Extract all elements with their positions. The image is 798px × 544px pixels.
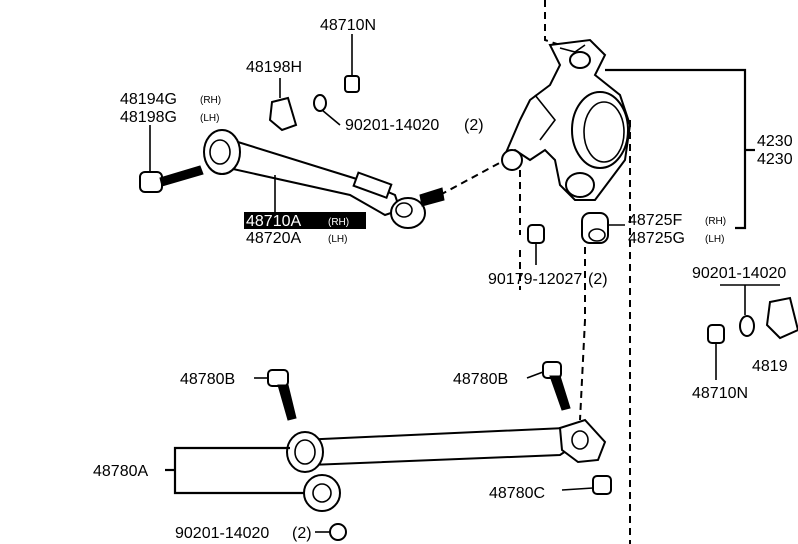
nut-48710n-right xyxy=(707,324,725,344)
arm-bolt xyxy=(139,165,204,193)
washer-90201-bottom-label: 90201-14020 xyxy=(175,525,269,542)
arm-48710a-label: 48710A xyxy=(246,213,301,230)
nut-48710n-right-label: 48710N xyxy=(692,385,748,402)
lower-arm-bushing xyxy=(303,474,341,512)
arm-48194g-rh: (RH) xyxy=(200,95,221,106)
knuckle-label-a: 4230 xyxy=(757,133,793,150)
bushing-48725g-lh: (LH) xyxy=(705,234,724,245)
bushing-48725f-rh: (RH) xyxy=(705,216,726,227)
knuckle-label-b: 4230 xyxy=(757,151,793,168)
bolt-48780b-right xyxy=(542,361,571,411)
nut-48710n-top-label: 48710N xyxy=(320,17,376,34)
part-4819-label: 4819 xyxy=(752,358,788,375)
arm-48720a-label: 48720A xyxy=(246,230,301,247)
bolt-90179 xyxy=(527,224,545,244)
upper-control-arm xyxy=(203,129,445,229)
nut-48710n-top xyxy=(344,75,360,93)
nut-48780c-label: 48780C xyxy=(489,485,545,502)
arm-48194g-label: 48194G xyxy=(120,91,177,108)
lower-arm-bushing-inner xyxy=(312,483,332,503)
bushing-48725f-label: 48725F xyxy=(628,212,682,229)
arm-48780a-label: 48780A xyxy=(93,463,148,480)
arm-48720a-lh: (LH) xyxy=(328,234,347,245)
washer-90201-right-label: 90201-14020 xyxy=(692,265,786,282)
arm-48198g-lh: (LH) xyxy=(200,113,219,124)
cushion-48198h-label: 48198H xyxy=(246,59,302,76)
part-4819-right xyxy=(765,296,798,340)
part-highlight-bar xyxy=(244,212,366,229)
arm-48198g-label: 48198G xyxy=(120,109,177,126)
bolt-48780b-left xyxy=(267,369,297,421)
washer-90201-top-label: 90201-14020 xyxy=(345,117,439,134)
cushion-48198h xyxy=(268,96,298,132)
bolt-90179-label: 90179-12027 xyxy=(488,271,582,288)
steering-knuckle xyxy=(501,38,632,201)
washer-90201-right xyxy=(739,315,755,337)
bolt-48780b-right-leader xyxy=(526,371,544,379)
bolt-48780b-left-label: 48780B xyxy=(180,371,235,388)
bushing-48725g-label: 48725G xyxy=(628,230,685,247)
washer-90201-bottom xyxy=(329,523,347,541)
lower-arm-bracket xyxy=(173,446,305,495)
lower-control-arm xyxy=(286,418,607,473)
nut-48780c xyxy=(592,475,612,495)
bushing-48725 xyxy=(581,212,609,244)
washer-90201-bottom-qty: (2) xyxy=(292,525,312,542)
bolt-48780b-right-label: 48780B xyxy=(453,371,508,388)
dashed-guide-lines xyxy=(439,0,631,544)
arm-48710a-rh: (RH) xyxy=(328,217,349,228)
washer-top-leader xyxy=(321,109,341,126)
nut-48780c-leader xyxy=(561,487,594,491)
washer-90201-top xyxy=(313,94,327,112)
bolt-90179-qty: (2) xyxy=(588,271,608,288)
washer-90201-top-qty: (2) xyxy=(464,117,484,134)
